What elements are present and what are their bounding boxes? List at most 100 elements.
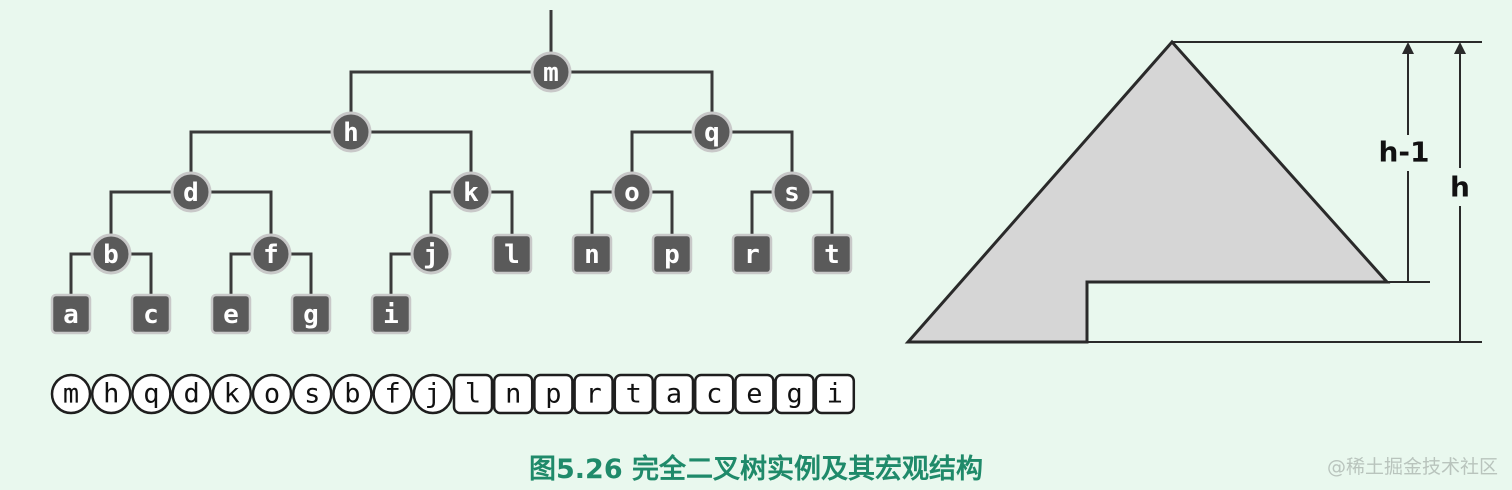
array-label-q: q bbox=[143, 379, 159, 410]
array-box-i bbox=[814, 373, 856, 415]
node-label-h: h bbox=[343, 118, 359, 148]
array-label-a: a bbox=[666, 379, 682, 410]
tree-node-i: i bbox=[370, 293, 412, 335]
array-cell-12: p bbox=[533, 373, 574, 415]
array-circle-d bbox=[171, 373, 212, 415]
node-circle-d bbox=[170, 171, 212, 213]
node-label-e: e bbox=[223, 300, 239, 330]
array-box-e bbox=[734, 373, 775, 415]
node-circle-f bbox=[250, 233, 292, 275]
node-label-r: r bbox=[744, 240, 760, 270]
tree-node-j: j bbox=[410, 233, 452, 275]
array-cell-16: c bbox=[693, 373, 735, 415]
array-label-n: n bbox=[505, 379, 521, 410]
inner-arrow-head bbox=[1402, 42, 1414, 54]
outer-height-label: h bbox=[1450, 171, 1470, 204]
array-cell-4: k bbox=[211, 373, 253, 415]
tree-edges bbox=[69, 10, 834, 314]
array-label-g: g bbox=[786, 379, 802, 410]
node-label-g: g bbox=[303, 300, 319, 330]
array-label-l: l bbox=[465, 379, 481, 410]
array-label-j: j bbox=[425, 379, 441, 410]
array-cell-18: g bbox=[774, 373, 815, 415]
array-cell-15: a bbox=[653, 373, 695, 415]
tree-node-d: d bbox=[170, 171, 212, 213]
array-cell-5: o bbox=[251, 373, 293, 415]
array-cell-6: s bbox=[291, 373, 333, 415]
array-cell-2: q bbox=[131, 373, 172, 415]
array-cell-0: m bbox=[50, 373, 92, 415]
node-label-c: c bbox=[143, 300, 159, 330]
node-label-q: q bbox=[704, 118, 720, 148]
array-box-a bbox=[653, 373, 695, 415]
node-label-s: s bbox=[784, 178, 800, 208]
array-box-p bbox=[533, 373, 574, 415]
tree-node-m: m bbox=[530, 51, 572, 93]
tree-node-k: k bbox=[450, 171, 492, 213]
array-label-f: f bbox=[384, 379, 400, 410]
edge-m-h bbox=[349, 70, 551, 132]
array-circle-q bbox=[131, 373, 172, 415]
node-label-f: f bbox=[263, 240, 279, 270]
array-cell-17: e bbox=[734, 373, 775, 415]
array-label-p: p bbox=[545, 379, 561, 410]
node-label-p: p bbox=[664, 240, 680, 270]
array-circle-s bbox=[291, 373, 333, 415]
tree-node-g: g bbox=[290, 293, 332, 335]
array-label-h: h bbox=[103, 379, 119, 410]
node-label-j: j bbox=[423, 240, 439, 270]
edge-h-d bbox=[189, 130, 351, 192]
node-label-i: i bbox=[383, 300, 399, 330]
array-box-g bbox=[774, 373, 815, 415]
array-label-d: d bbox=[183, 379, 199, 410]
node-box-c bbox=[130, 293, 172, 335]
node-circle-b bbox=[90, 233, 132, 275]
array-cell-1: h bbox=[90, 373, 132, 415]
watermark: @稀土掘金技术社区 bbox=[1326, 456, 1498, 478]
node-box-n bbox=[571, 233, 613, 275]
array-label-m: m bbox=[63, 379, 79, 410]
macro-structure: h-1 h bbox=[904, 39, 1482, 344]
node-box-a bbox=[50, 293, 92, 335]
node-label-d: d bbox=[183, 178, 199, 208]
tree-node-r: r bbox=[731, 233, 773, 275]
array-circle-m bbox=[50, 373, 92, 415]
array-label-e: e bbox=[746, 379, 762, 410]
array-label-c: c bbox=[706, 379, 722, 410]
array-circle-f bbox=[372, 373, 413, 415]
array-box-t bbox=[613, 373, 655, 415]
tree-node-s: s bbox=[771, 171, 813, 213]
array-label-t: t bbox=[626, 379, 642, 410]
edge-d-b bbox=[109, 190, 191, 254]
node-label-k: k bbox=[463, 178, 479, 208]
node-box-l bbox=[491, 233, 533, 275]
array-cell-13: r bbox=[573, 373, 614, 415]
node-box-p bbox=[651, 233, 693, 275]
tree-node-n: n bbox=[571, 233, 613, 275]
node-label-n: n bbox=[584, 240, 600, 270]
node-label-t: t bbox=[824, 240, 840, 270]
array-label-b: b bbox=[344, 379, 360, 410]
tree-node-c: c bbox=[130, 293, 172, 335]
array-label-o: o bbox=[264, 379, 280, 410]
tree-node-a: a bbox=[50, 293, 92, 335]
array-circle-o bbox=[251, 373, 293, 415]
tree-node-t: t bbox=[811, 233, 853, 275]
macro-triangle bbox=[904, 39, 1391, 344]
array-label-s: s bbox=[304, 379, 320, 410]
array-box-r bbox=[573, 373, 614, 415]
edge-d-f bbox=[191, 190, 273, 254]
array-cell-8: f bbox=[372, 373, 413, 415]
node-box-r bbox=[731, 233, 773, 275]
array-cell-11: n bbox=[492, 373, 534, 415]
tree-node-o: o bbox=[611, 171, 653, 213]
node-label-b: b bbox=[103, 240, 119, 270]
tree-node-f: f bbox=[250, 233, 292, 275]
array-label-i: i bbox=[827, 379, 843, 410]
array-circle-j bbox=[412, 373, 454, 415]
node-circle-s bbox=[771, 171, 813, 213]
node-label-o: o bbox=[624, 178, 640, 208]
